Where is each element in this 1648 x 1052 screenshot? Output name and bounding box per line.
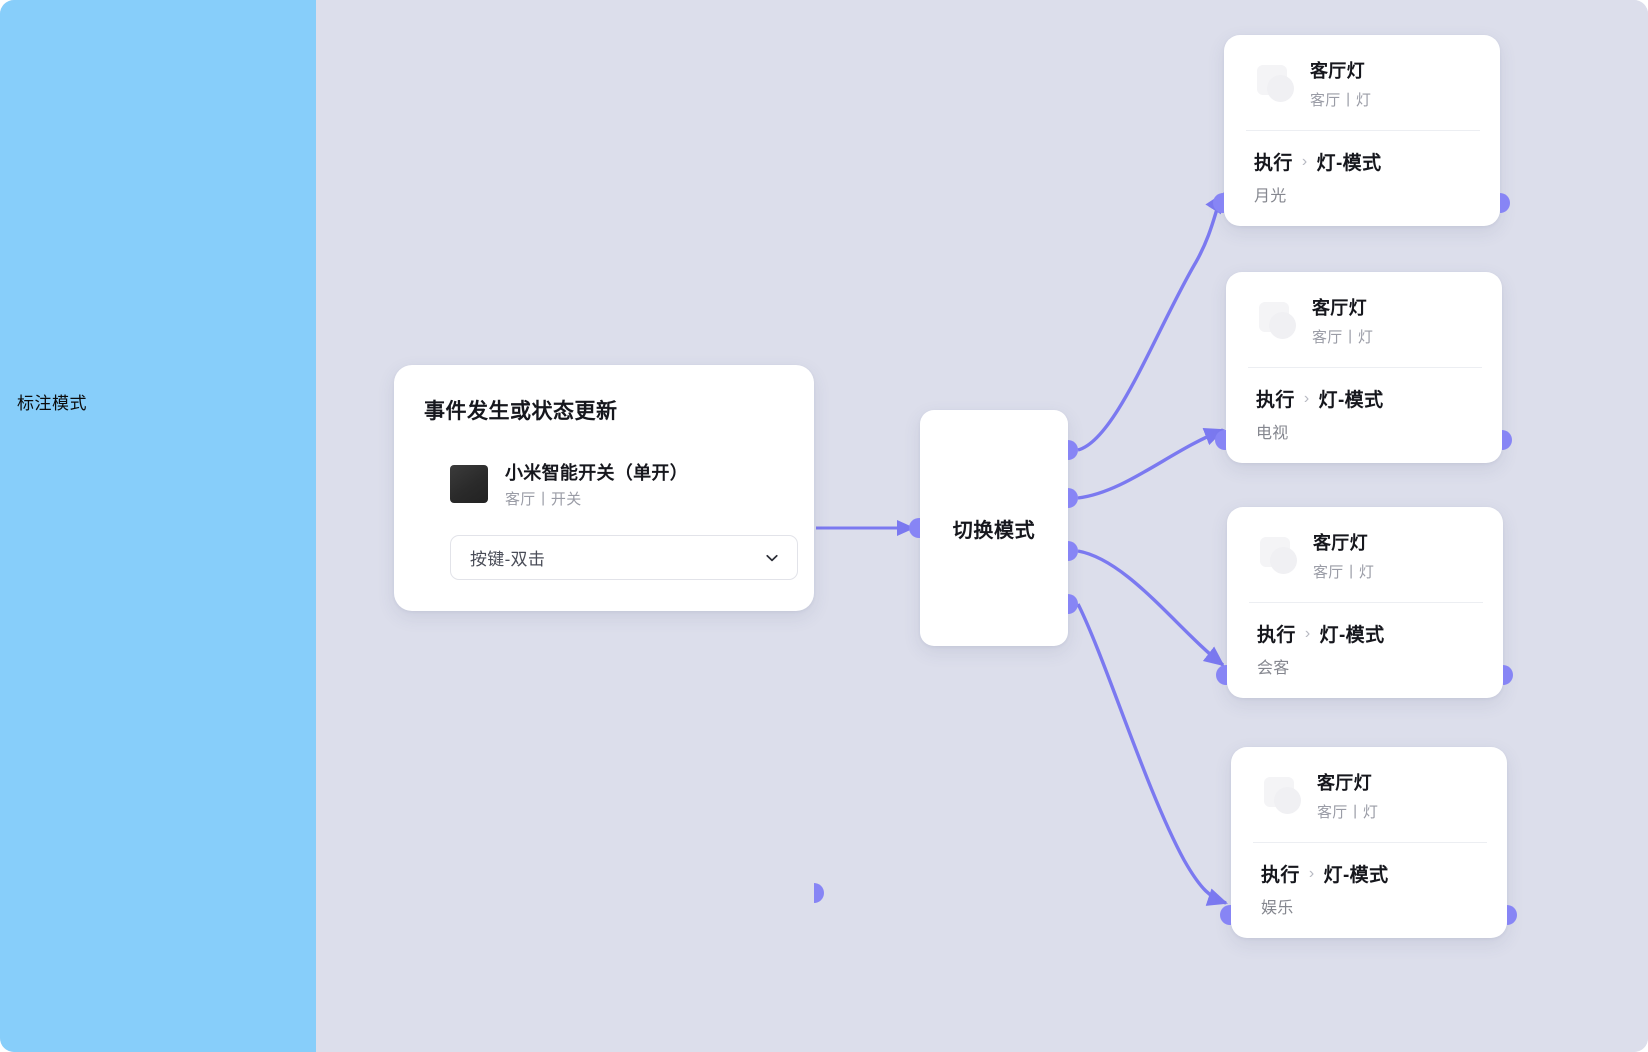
mode-output-port-3[interactable]: [1068, 541, 1078, 561]
action-value: 月光: [1254, 188, 1287, 205]
edge-mode-to-action-3: [1077, 549, 1225, 667]
divider: [1253, 842, 1487, 843]
action-device-row: 客厅灯 客厅丨灯: [1226, 294, 1502, 347]
action-target: 灯-模式: [1318, 390, 1384, 411]
mode-switch-label: 切换模式: [952, 519, 1036, 542]
trigger-node[interactable]: 事件发生或状态更新 小米智能开关（单开） 客厅丨开关 按键-双击: [394, 365, 824, 903]
chevron-right-icon: ›: [1304, 624, 1311, 642]
action-device-name: 客厅灯: [1312, 298, 1367, 318]
mode-input-port[interactable]: [909, 518, 920, 538]
trigger-device-meta: 客厅丨开关: [505, 491, 582, 508]
trigger-device-row[interactable]: 小米智能开关（单开） 客厅丨开关: [424, 459, 784, 509]
divider: [1246, 130, 1480, 131]
edge-mode-to-action-2: [1077, 428, 1225, 500]
trigger-node-title: 事件发生或状态更新: [424, 400, 618, 423]
action-target: 灯-模式: [1316, 153, 1382, 174]
action-target: 灯-模式: [1323, 865, 1389, 886]
action-device-row: 客厅灯 客厅丨灯: [1231, 769, 1507, 822]
action-device-row: 客厅灯 客厅丨灯: [1224, 57, 1500, 110]
action-body: 执行 › 灯-模式 电视: [1226, 368, 1502, 463]
chevron-down-icon: [764, 550, 780, 566]
divider: [1249, 602, 1483, 603]
trigger-event-select[interactable]: 按键-双击: [450, 535, 798, 580]
action-device-row: 客厅灯 客厅丨灯: [1227, 529, 1503, 582]
chevron-right-icon: ›: [1308, 864, 1315, 882]
action-body: 执行 › 灯-模式 娱乐: [1231, 843, 1507, 938]
action-card-1[interactable]: 客厅灯 客厅丨灯 执行 › 灯-模式 月光: [1213, 35, 1510, 226]
mode-output-port-2[interactable]: [1068, 488, 1078, 508]
action-device-name: 客厅灯: [1310, 61, 1365, 81]
mode-output-port-4[interactable]: [1068, 594, 1078, 614]
action-input-port[interactable]: [1220, 905, 1231, 925]
light-bulb-icon: [1254, 63, 1296, 105]
action-device-meta: 客厅丨灯: [1313, 564, 1375, 581]
action-input-port[interactable]: [1216, 665, 1227, 685]
light-bulb-icon: [1257, 535, 1299, 577]
trigger-output-port[interactable]: [814, 883, 824, 903]
action-value: 电视: [1256, 425, 1289, 442]
action-device-meta: 客厅丨灯: [1312, 329, 1374, 346]
mode-output-port-1[interactable]: [1068, 440, 1078, 460]
light-bulb-icon: [1261, 775, 1303, 817]
trigger-device-name: 小米智能开关（单开）: [505, 463, 688, 483]
trigger-event-value: 按键-双击: [470, 550, 546, 569]
switch-panel-icon: [450, 465, 488, 503]
action-output-port[interactable]: [1502, 430, 1512, 450]
action-target: 灯-模式: [1319, 625, 1385, 646]
mode-switch-node[interactable]: 切换模式: [909, 410, 1078, 646]
action-device-name: 客厅灯: [1317, 773, 1372, 793]
action-body: 执行 › 灯-模式 会客: [1227, 603, 1503, 698]
left-sidebar: 标注模式: [0, 0, 316, 1052]
light-bulb-icon: [1256, 300, 1298, 342]
action-body: 执行 › 灯-模式 月光: [1224, 131, 1500, 226]
action-label: 执行: [1254, 153, 1293, 174]
chevron-right-icon: ›: [1303, 389, 1310, 407]
action-input-port[interactable]: [1213, 193, 1224, 213]
action-output-port[interactable]: [1503, 665, 1513, 685]
annotation-mode-label: 标注模式: [17, 394, 87, 413]
flow-canvas[interactable]: 事件发生或状态更新 小米智能开关（单开） 客厅丨开关 按键-双击: [316, 0, 1648, 1052]
action-value: 娱乐: [1261, 900, 1294, 917]
edge-mode-to-action-4: [1076, 603, 1228, 906]
chevron-right-icon: ›: [1301, 152, 1308, 170]
action-device-name: 客厅灯: [1313, 533, 1368, 553]
action-card-2[interactable]: 客厅灯 客厅丨灯 执行 › 灯-模式 电视: [1215, 272, 1512, 463]
action-output-port[interactable]: [1500, 193, 1510, 213]
action-device-meta: 客厅丨灯: [1317, 804, 1379, 821]
action-value: 会客: [1257, 660, 1290, 677]
action-card-4[interactable]: 客厅灯 客厅丨灯 执行 › 灯-模式 娱乐: [1220, 747, 1517, 938]
divider: [1248, 367, 1482, 368]
edge-mode-to-action-1: [1077, 192, 1225, 452]
action-card-3[interactable]: 客厅灯 客厅丨灯 执行 › 灯-模式 会客: [1216, 507, 1513, 698]
action-label: 执行: [1261, 865, 1300, 886]
action-output-port[interactable]: [1507, 905, 1517, 925]
action-label: 执行: [1257, 625, 1296, 646]
action-device-meta: 客厅丨灯: [1310, 92, 1372, 109]
action-label: 执行: [1256, 390, 1295, 411]
action-input-port[interactable]: [1215, 430, 1226, 450]
